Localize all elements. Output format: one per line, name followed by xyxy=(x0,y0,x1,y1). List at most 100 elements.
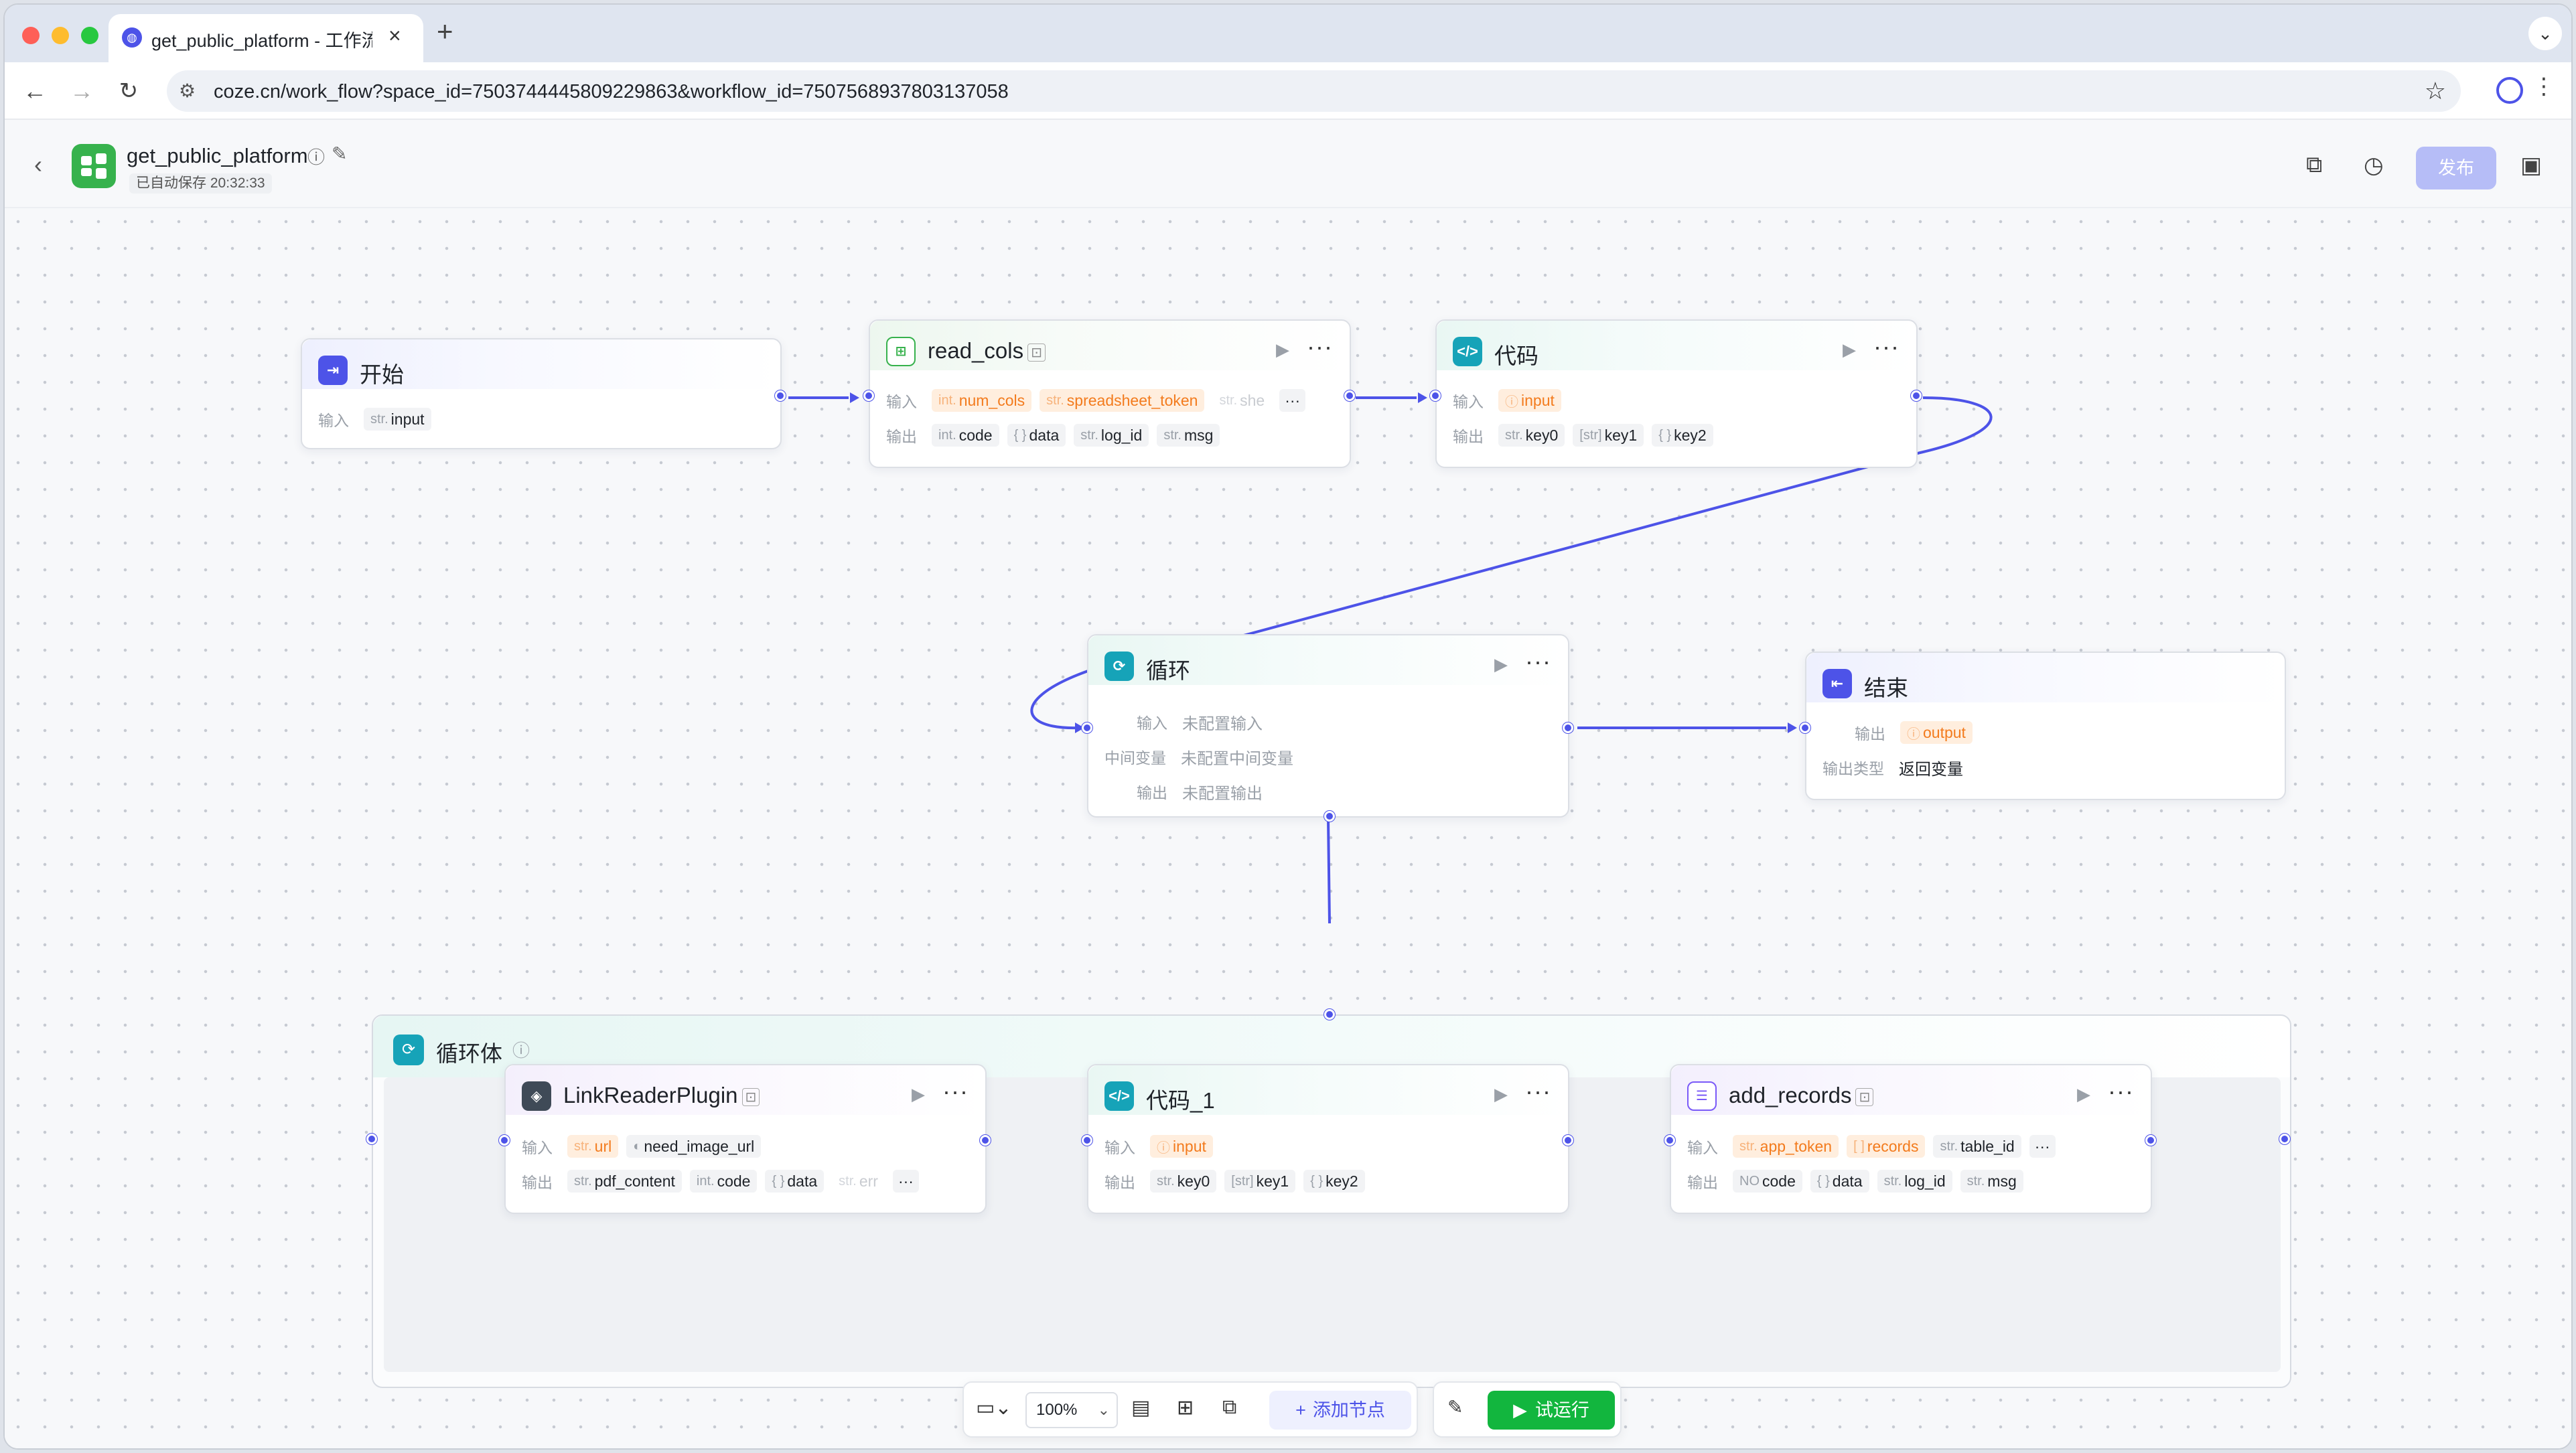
run-toolbar: ✎ ▶试运行 xyxy=(1433,1381,1622,1438)
new-tab-button[interactable]: + xyxy=(437,15,453,47)
param-chip: str.err xyxy=(832,1170,885,1193)
more-actions-icon[interactable]: ▣ xyxy=(2520,153,2543,178)
edge-loop-body xyxy=(1327,817,1331,924)
input-port[interactable] xyxy=(1664,1135,1675,1146)
workflow-name: get_public_platform xyxy=(127,144,308,167)
forward-arrow-icon[interactable]: → xyxy=(70,77,94,104)
test-run-button[interactable]: ▶试运行 xyxy=(1488,1391,1615,1430)
run-node-icon[interactable]: ▶ xyxy=(1843,339,1856,360)
zoom-select[interactable]: 100%⌄ xyxy=(1025,1392,1118,1428)
loop-body-title: 循环体 xyxy=(436,1041,502,1066)
node-more-icon[interactable]: ··· xyxy=(1525,647,1551,675)
run-node-icon[interactable]: ▶ xyxy=(1276,339,1289,360)
param-chip: { }key2 xyxy=(1303,1170,1365,1193)
url-field[interactable]: ⚙ coze.cn/work_flow?space_id=75037444458… xyxy=(167,70,2461,112)
param-chip: int.code xyxy=(932,424,999,447)
output-label: 输出 xyxy=(1104,1174,1135,1191)
input-port[interactable] xyxy=(1800,722,1810,733)
copy-icon[interactable]: ⧉ xyxy=(2306,152,2323,177)
node-more-icon[interactable]: ··· xyxy=(942,1077,969,1105)
spreadsheet-icon: ⊞ xyxy=(886,337,916,366)
arrowhead xyxy=(1788,722,1797,733)
url-text[interactable]: coze.cn/work_flow?space_id=7503744445809… xyxy=(214,81,1009,102)
output-label: 输出 xyxy=(1453,428,1484,445)
param-chip: str.msg xyxy=(1157,424,1220,447)
browser-menu-icon[interactable]: ⋮ xyxy=(2532,74,2555,99)
node-more-icon[interactable]: ··· xyxy=(2108,1077,2134,1105)
run-node-icon[interactable]: ▶ xyxy=(1494,654,1508,674)
node-linkreader[interactable]: ◈ LinkReaderPlugin⊡ ▶ ··· 输入 str.url ◐ne… xyxy=(499,1064,991,1214)
auto-layout-icon[interactable]: ⊞ xyxy=(1177,1397,1194,1419)
loop-body-port[interactable] xyxy=(1324,811,1335,822)
output-port[interactable] xyxy=(1563,1135,1573,1146)
bookmark-star-icon[interactable]: ☆ xyxy=(2424,77,2446,104)
param-chip: int.num_cols xyxy=(932,389,1032,412)
close-tab-icon[interactable]: × xyxy=(388,23,401,48)
node-loop[interactable]: ⟳ 循环 ▶ ··· 输入未配置输入 中间变量未配置中间变量 输出未配置输出 xyxy=(1082,634,1573,822)
input-value: 未配置输入 xyxy=(1182,714,1263,733)
node-more-icon[interactable]: ··· xyxy=(1525,1077,1551,1105)
input-label: 输入 xyxy=(886,393,917,410)
back-chevron-icon[interactable]: ‹ xyxy=(34,151,42,178)
output-label: 输出 xyxy=(522,1174,553,1191)
node-title: 循环 xyxy=(1146,658,1190,683)
info-icon[interactable]: ⓘ xyxy=(512,1041,530,1061)
intermediate-label: 中间变量 xyxy=(1104,749,1166,767)
loop-start-port[interactable] xyxy=(366,1134,377,1144)
close-window-button[interactable] xyxy=(22,27,40,44)
output-port[interactable] xyxy=(775,390,786,401)
interaction-mode-icon[interactable]: ⧉ xyxy=(1222,1396,1237,1418)
loop-end-port[interactable] xyxy=(2279,1134,2290,1144)
output-port[interactable] xyxy=(2145,1135,2156,1146)
debug-tools-icon[interactable]: ✎ xyxy=(1447,1397,1463,1418)
param-chip: [ ]records xyxy=(1847,1135,1926,1158)
node-add-records[interactable]: ☰ add_records⊡ ▶ ··· 输入 str.app_token [ … xyxy=(1664,1064,2156,1214)
node-more-icon[interactable]: ··· xyxy=(1307,333,1333,360)
output-port[interactable] xyxy=(980,1135,991,1146)
comment-icon[interactable]: ▤ xyxy=(1131,1397,1151,1419)
history-clock-icon[interactable]: ◷ xyxy=(2364,153,2384,178)
input-port[interactable] xyxy=(499,1135,510,1146)
more-params-icon[interactable]: ··· xyxy=(892,1170,919,1193)
reload-icon[interactable]: ↻ xyxy=(119,78,139,104)
back-arrow-icon[interactable]: ← xyxy=(23,77,47,104)
output-port[interactable] xyxy=(1344,390,1355,401)
minimap-toggle-icon[interactable]: ▭⌄ xyxy=(976,1397,1012,1419)
output-port[interactable] xyxy=(1911,390,1922,401)
site-settings-icon[interactable]: ⚙ xyxy=(179,80,196,101)
edit-icon[interactable]: ✎ xyxy=(332,143,348,164)
node-more-icon[interactable]: ··· xyxy=(1873,333,1900,360)
input-port[interactable] xyxy=(1082,722,1092,733)
input-port[interactable] xyxy=(1430,390,1441,401)
minimize-window-button[interactable] xyxy=(52,27,69,44)
run-node-icon[interactable]: ▶ xyxy=(1494,1084,1508,1104)
plugin-avatar-icon: ◈ xyxy=(522,1081,551,1111)
run-node-icon[interactable]: ▶ xyxy=(912,1084,925,1104)
input-port[interactable] xyxy=(1082,1135,1092,1146)
node-title: 开始 xyxy=(360,362,404,387)
publish-button[interactable]: 发布 xyxy=(2416,147,2496,189)
profile-icon[interactable] xyxy=(2496,77,2523,104)
node-title: add_records⊡ xyxy=(1729,1083,1874,1108)
more-params-icon[interactable]: ··· xyxy=(1279,389,1306,412)
more-params-icon[interactable]: ··· xyxy=(2029,1135,2056,1158)
param-chip: str.table_id xyxy=(1933,1135,2021,1158)
input-port[interactable] xyxy=(863,390,874,401)
info-icon[interactable]: ⓘ xyxy=(307,147,326,167)
output-port[interactable] xyxy=(1563,722,1573,733)
input-label: 输入 xyxy=(318,412,349,429)
add-node-button[interactable]: +添加节点 xyxy=(1269,1391,1411,1430)
tab-search-chevron-icon[interactable]: ⌄ xyxy=(2528,17,2562,50)
loop-top-port[interactable] xyxy=(1324,1009,1335,1020)
workflow-canvas[interactable]: ⇥ 开始 输入 str.input ⊞ read_cols⊡ ▶ ··· 输入 … xyxy=(5,208,2571,1448)
input-label: 输入 xyxy=(522,1139,553,1156)
browser-tab[interactable]: ◍ get_public_platform - 工作流 × xyxy=(109,14,423,62)
zoom-window-button[interactable] xyxy=(81,27,98,44)
node-read-cols[interactable]: ⊞ read_cols⊡ ▶ ··· 输入 int.num_cols str.s… xyxy=(863,319,1355,468)
node-start[interactable]: ⇥ 开始 输入 str.input xyxy=(301,338,786,449)
run-node-icon[interactable]: ▶ xyxy=(2077,1084,2090,1104)
